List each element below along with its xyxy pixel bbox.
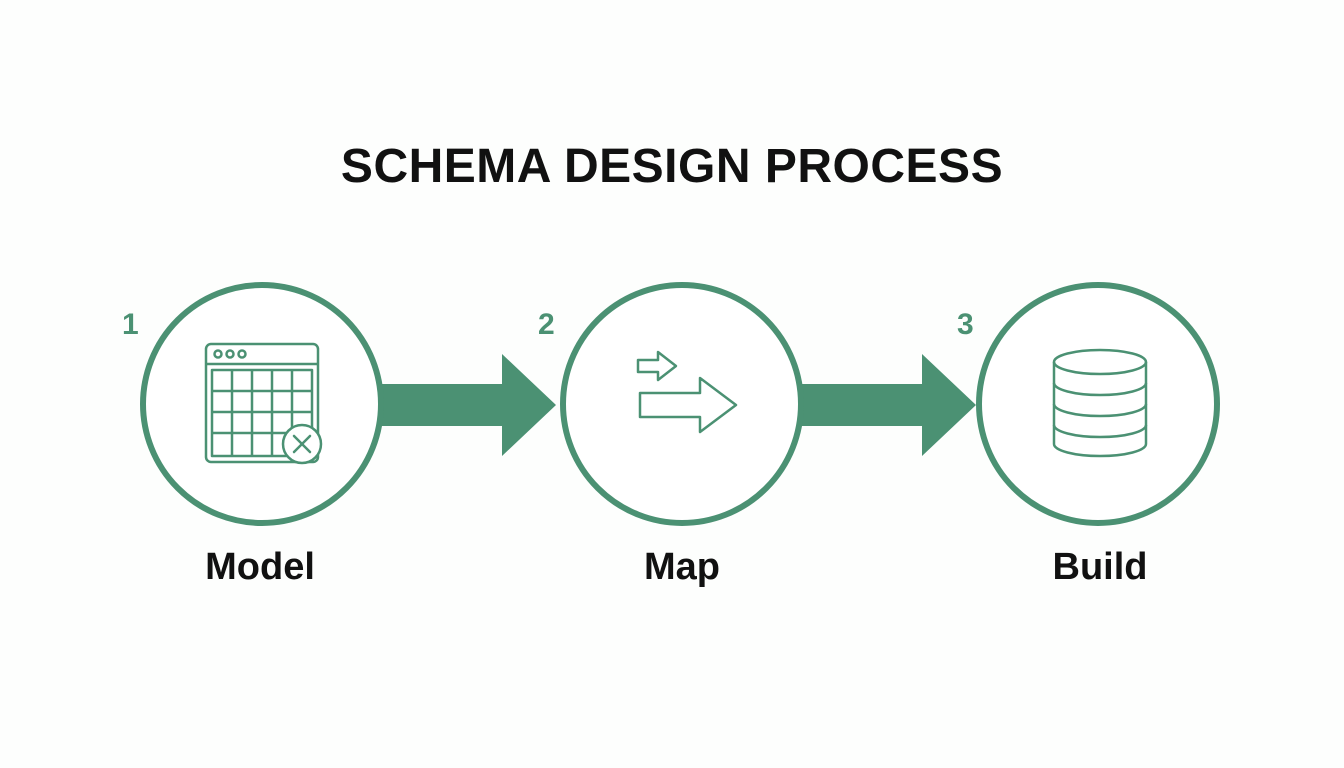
step-circle-build — [976, 282, 1220, 526]
database-icon — [1052, 348, 1148, 458]
step-circle-map — [560, 282, 804, 526]
step-number-2: 2 — [538, 308, 555, 341]
step-label-build: Build — [1052, 546, 1148, 588]
step-circle-model — [140, 282, 384, 526]
step-label-map: Map — [644, 546, 720, 588]
step-number-3: 3 — [957, 308, 974, 341]
diagram-title: SCHEMA DESIGN PROCESS — [340, 140, 1004, 193]
flow-arrow-2-3 — [790, 354, 976, 456]
step-number-1: 1 — [122, 308, 139, 341]
flow-arrow-1-2 — [370, 354, 556, 456]
double-arrow-icon — [636, 350, 738, 434]
step-label-model: Model — [205, 546, 315, 588]
table-grid-icon — [204, 342, 323, 465]
